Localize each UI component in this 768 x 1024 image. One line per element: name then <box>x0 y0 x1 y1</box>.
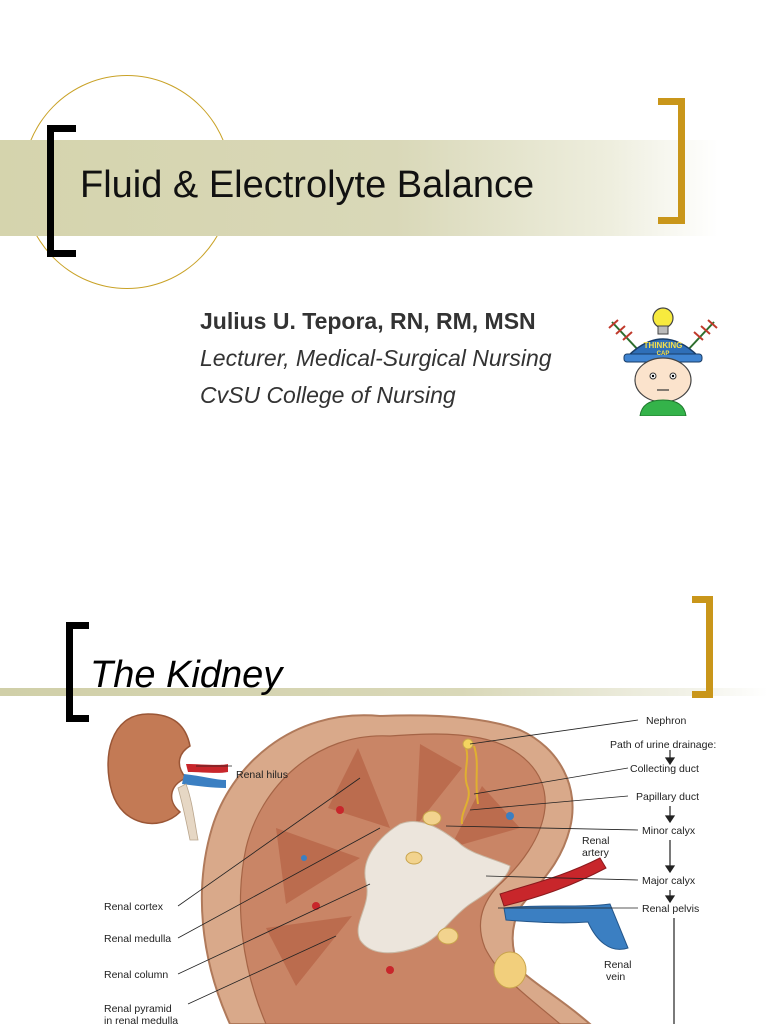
label-collecting-duct: Collecting duct <box>630 763 699 775</box>
kidney-slide: The Kidney <box>0 560 768 1024</box>
slide-title: The Kidney <box>90 654 283 696</box>
left-leader-lines <box>177 777 381 1005</box>
label-renal-artery-1: Renal <box>582 835 609 847</box>
right-leader-lines <box>445 719 639 909</box>
title-band <box>0 140 718 236</box>
drainage-arrows <box>664 750 676 1024</box>
label-renal-medulla: Renal medulla <box>104 933 171 945</box>
label-renal-pelvis: Renal pelvis <box>642 903 699 915</box>
right-bracket-icon <box>658 98 685 224</box>
label-renal-pyramid: Renal pyramid <box>104 1003 172 1015</box>
label-papillary-duct: Papillary duct <box>636 791 699 803</box>
title-slide: Fluid & Electrolyte Balance Julius U. Te… <box>0 0 768 505</box>
left-bracket-icon <box>47 125 76 257</box>
label-renal-hilus: Renal hilus <box>236 769 288 781</box>
title-underline-band <box>0 688 768 696</box>
kidney-diagram: Renal hilus Renal cortex Renal medulla R… <box>104 713 716 1024</box>
small-kidney-illustration <box>107 713 232 841</box>
right-bracket-icon <box>692 596 713 698</box>
svg-text:CAP: CAP <box>657 351 670 357</box>
label-renal-pyramid-sub: in renal medulla <box>104 1015 178 1024</box>
label-renal-artery-2: artery <box>582 847 610 859</box>
label-renal-cortex: Renal cortex <box>104 901 164 913</box>
slide-title: Fluid & Electrolyte Balance <box>80 164 535 206</box>
label-minor-calyx: Minor calyx <box>642 825 696 837</box>
label-renal-vein-2: vein <box>606 971 625 983</box>
label-renal-vein-1: Renal <box>604 959 631 971</box>
label-nephron: Nephron <box>646 715 686 727</box>
author-role: Lecturer, Medical-Surgical Nursing <box>200 345 552 371</box>
author-name: Julius U. Tepora, RN, RM, MSN <box>200 308 536 334</box>
thinking-cap-kid-icon: THINKING CAP <box>608 307 718 416</box>
left-bracket-icon <box>66 622 89 722</box>
author-institution: CvSU College of Nursing <box>200 382 456 408</box>
kidney-cross-section <box>200 714 629 1024</box>
label-path-heading: Path of urine drainage: <box>610 739 716 751</box>
label-renal-column: Renal column <box>104 969 168 981</box>
svg-text:THINKING: THINKING <box>644 341 683 350</box>
label-major-calyx: Major calyx <box>642 875 696 887</box>
